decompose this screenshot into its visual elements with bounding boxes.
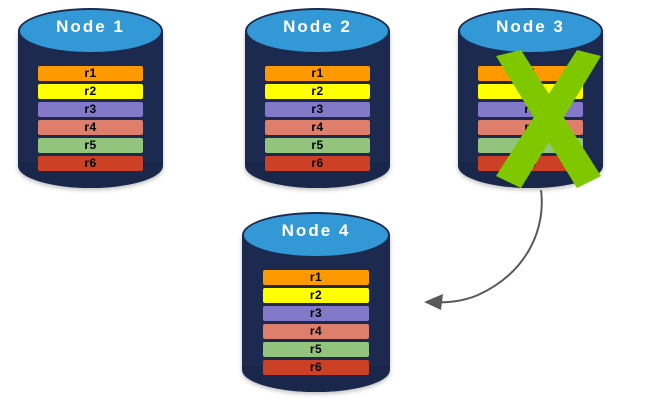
record-bar[interactable]: r4	[38, 120, 143, 135]
record-bar[interactable]: r5	[38, 138, 143, 153]
record-bar[interactable]: r2	[265, 84, 370, 99]
record-bar[interactable]: r1	[262, 270, 370, 285]
node-3-label: Node 3	[496, 17, 565, 36]
node-1-label: Node 1	[56, 17, 125, 36]
arrow-head-icon	[424, 294, 443, 310]
record-bar[interactable]: r1	[38, 66, 143, 81]
record-bar[interactable]: r3	[265, 102, 370, 117]
record-bar[interactable]: r3	[478, 102, 583, 117]
record-bar[interactable]: r3	[262, 306, 370, 321]
record-bar[interactable]: r6	[38, 156, 143, 171]
record-bar[interactable]: r3	[38, 102, 143, 117]
node-4-records: r1 r2 r3 r4 r5 r6	[262, 270, 370, 375]
record-bar[interactable]: r4	[262, 324, 370, 339]
record-bar[interactable]: r1	[265, 66, 370, 81]
node-4[interactable]: Node 4 r1 r2 r3 r4 r5 r6	[242, 212, 390, 392]
record-bar[interactable]: r5	[262, 342, 370, 357]
node-2-records: r1 r2 r3 r4 r5 r6	[265, 66, 370, 171]
record-bar[interactable]: r6	[478, 156, 583, 171]
cylinder-top-ellipse	[18, 8, 163, 54]
node-3-records: r1 r2 r3 r4 r5 r6	[478, 66, 583, 171]
record-bar[interactable]: r2	[478, 84, 583, 99]
cylinder-top-ellipse	[245, 8, 390, 54]
record-bar[interactable]: r4	[478, 120, 583, 135]
record-bar[interactable]: r6	[265, 156, 370, 171]
arrow-node3-to-node4	[424, 189, 543, 310]
node-1[interactable]: Node 1 r1 r2 r3 r4 r5 r6	[18, 8, 163, 188]
node-1-records: r1 r2 r3 r4 r5 r6	[38, 66, 143, 171]
record-bar[interactable]: r1	[478, 66, 583, 81]
node-4-label: Node 4	[281, 221, 351, 240]
node-2[interactable]: Node 2 r1 r2 r3 r4 r5 r6	[245, 8, 390, 188]
node-2-label: Node 2	[283, 17, 352, 36]
cylinder-top-ellipse	[242, 212, 390, 258]
arrow-curve	[431, 189, 543, 304]
record-bar[interactable]: r6	[262, 360, 370, 375]
record-bar[interactable]: r2	[262, 288, 370, 303]
record-bar[interactable]: r2	[38, 84, 143, 99]
record-bar[interactable]: r5	[478, 138, 583, 153]
record-bar[interactable]: r4	[265, 120, 370, 135]
node-3[interactable]: Node 3 r1 r2 r3 r4 r5 r6	[458, 8, 603, 188]
record-bar[interactable]: r5	[265, 138, 370, 153]
